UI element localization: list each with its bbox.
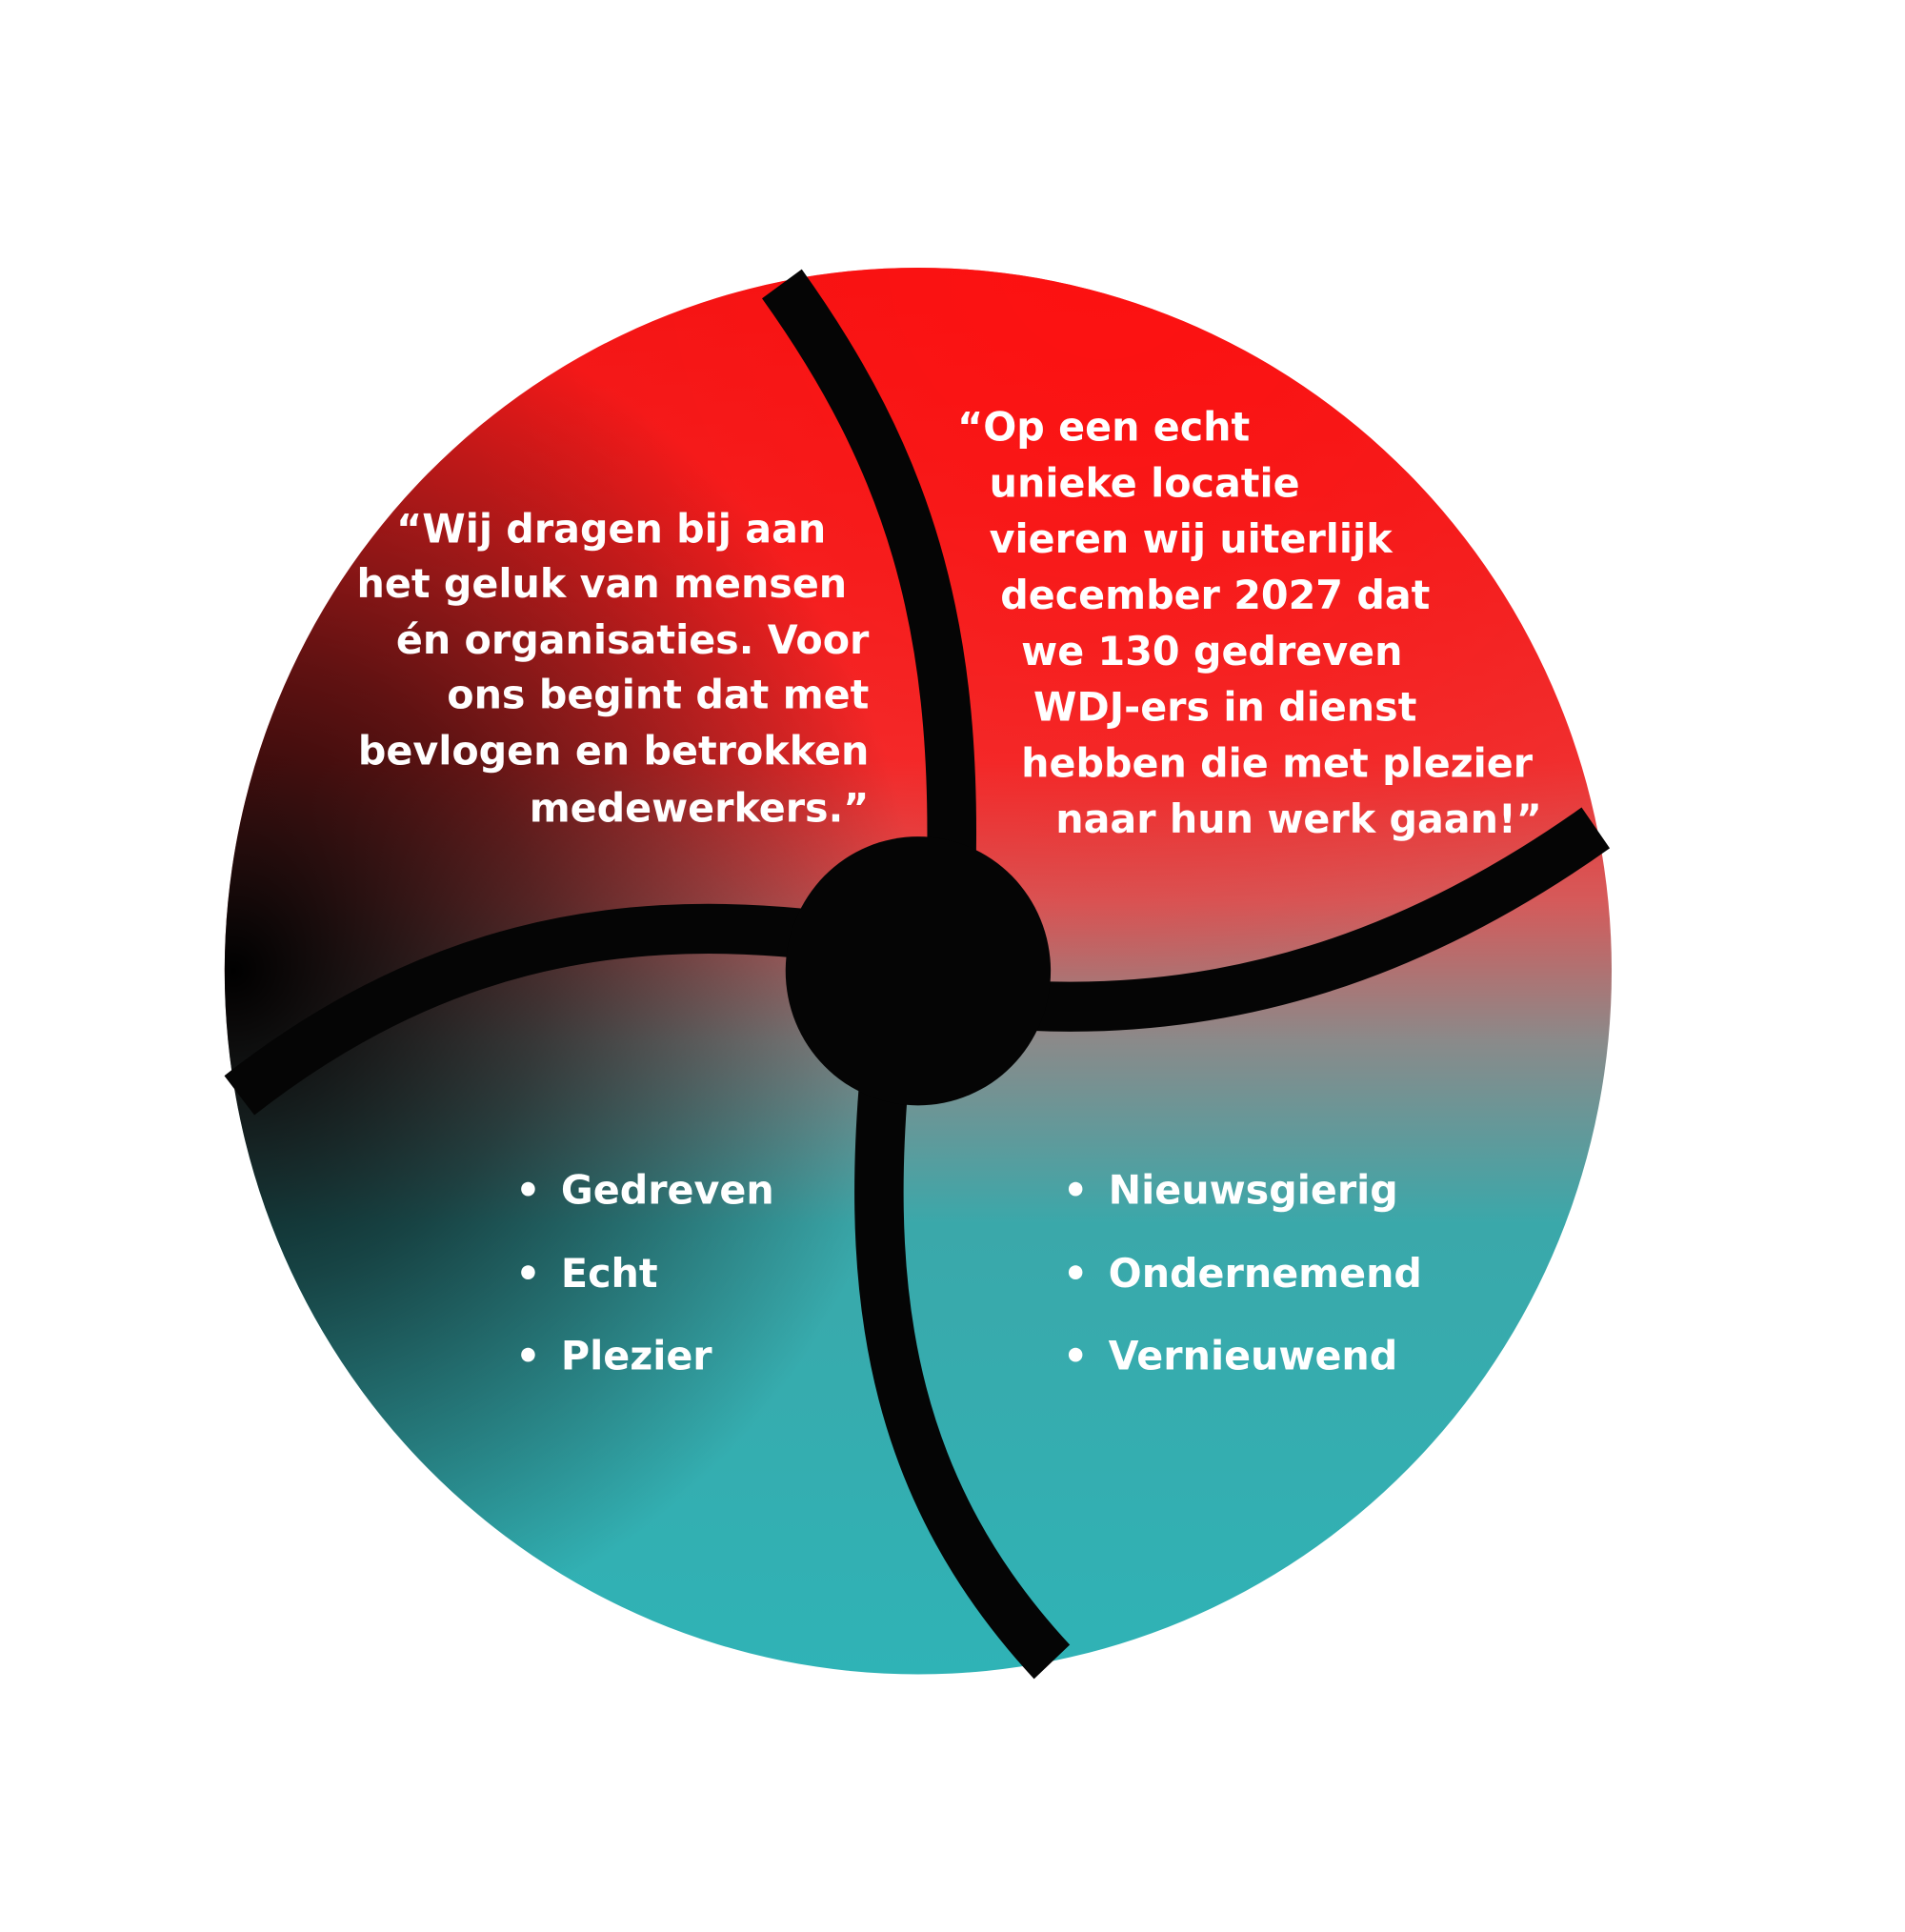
value-item: Nieuwsgierig (1109, 1166, 1398, 1213)
wheel-dividers (224, 269, 1611, 1680)
values-list-right: • Nieuwsgierig • Ondernemend • Vernieuwe… (1063, 1166, 1422, 1379)
quote-right-line: naar hun werk gaan!” (1055, 795, 1542, 842)
bullet: • (1063, 1332, 1088, 1379)
value-item: Ondernemend (1109, 1250, 1422, 1297)
quote-left-line: medewerkers.” (530, 784, 870, 831)
quote-right-line: vieren wij uiterlijk (990, 515, 1394, 562)
quote-right-line: we 130 gedreven (1021, 628, 1402, 674)
bullet: • (1063, 1166, 1088, 1213)
quote-right-line: unieke locatie (990, 459, 1300, 506)
divider-bottom (854, 1080, 1071, 1680)
quote-left-line: “Wij dragen bij aan (396, 505, 826, 552)
quote-right: “Op een echt unieke locatie vieren wij u… (957, 403, 1542, 842)
quote-left-line: ons begint dat met (447, 671, 869, 717)
bullet: • (515, 1332, 540, 1379)
center-hub (785, 836, 1052, 1106)
quote-right-line: december 2027 dat (1000, 572, 1430, 618)
divider-left (224, 903, 807, 1116)
value-item: Gedreven (561, 1166, 774, 1213)
bullet: • (515, 1250, 540, 1297)
values-list-left: • Gedreven • Echt • Plezier (515, 1166, 773, 1379)
quote-right-line: “Op een echt (957, 403, 1250, 450)
quote-right-line: hebben die met plezier (1021, 739, 1533, 786)
quote-left-line: het geluk van mensen (357, 560, 848, 607)
quote-left-line: én organisaties. Voor (396, 616, 870, 663)
quote-left-line: bevlogen en betrokken (358, 727, 870, 774)
bullet: • (515, 1166, 540, 1213)
bullet: • (1063, 1250, 1088, 1297)
value-item: Vernieuwend (1109, 1332, 1398, 1379)
quote-left: “Wij dragen bij aan het geluk van mensen… (357, 505, 870, 831)
quote-right-line: WDJ-ers in dienst (1033, 683, 1416, 730)
divider-top (762, 269, 976, 873)
value-item: Echt (561, 1250, 658, 1297)
divider-right (1030, 807, 1611, 1032)
value-item: Plezier (561, 1332, 712, 1379)
